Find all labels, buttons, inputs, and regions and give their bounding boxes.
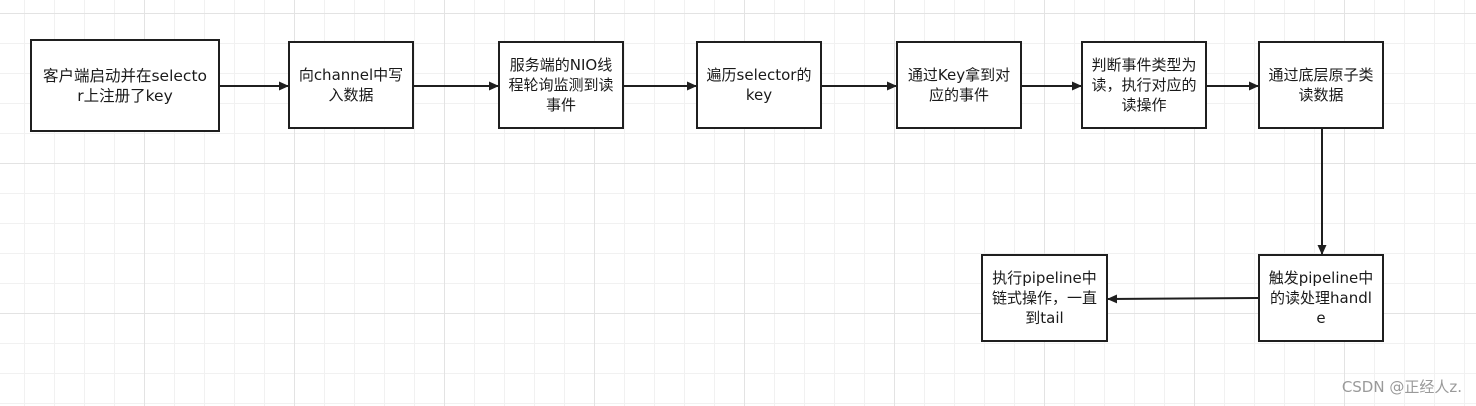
arrow-b8-b9 <box>1107 294 1259 304</box>
step-check-event-type-box[interactable]: 判断事件类型为读，执行对应的读操作 <box>1081 41 1207 129</box>
step-iterate-keys-label: 遍历selector的key <box>706 66 812 104</box>
step-write-channel-box[interactable]: 向channel中写入数据 <box>288 41 414 129</box>
step-pipeline-chain-box[interactable]: 执行pipeline中链式操作，一直到tail <box>981 254 1108 342</box>
step-nio-poll-box[interactable]: 服务端的NIO线程轮询监测到读事件 <box>498 41 624 129</box>
step-read-data-box[interactable]: 通过底层原子类读数据 <box>1258 41 1384 129</box>
step-check-event-type-label: 判断事件类型为读，执行对应的读操作 <box>1091 56 1197 114</box>
step-trigger-pipeline-box[interactable]: 触发pipeline中的读处理handle <box>1258 254 1384 342</box>
step-register-key-label: 客户端启动并在selector上注册了key <box>42 66 208 105</box>
step-pipeline-chain-label: 执行pipeline中链式操作，一直到tail <box>991 269 1097 327</box>
step-write-channel-label: 向channel中写入数据 <box>298 66 404 104</box>
step-trigger-pipeline-label: 触发pipeline中的读处理handle <box>1268 269 1374 327</box>
step-get-event-box[interactable]: 通过Key拿到对应的事件 <box>896 41 1022 129</box>
step-register-key-box[interactable]: 客户端启动并在selector上注册了key <box>30 39 220 132</box>
step-nio-poll-label: 服务端的NIO线程轮询监测到读事件 <box>508 56 614 114</box>
watermark: CSDN @正经人z. <box>1341 378 1462 396</box>
step-iterate-keys-box[interactable]: 遍历selector的key <box>696 41 822 129</box>
step-get-event-label: 通过Key拿到对应的事件 <box>907 66 1011 104</box>
step-read-data-label: 通过底层原子类读数据 <box>1268 66 1374 104</box>
